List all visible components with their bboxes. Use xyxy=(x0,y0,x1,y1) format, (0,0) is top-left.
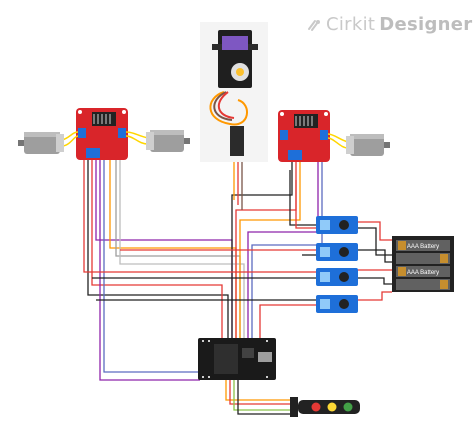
wire xyxy=(229,380,290,405)
wire xyxy=(295,180,316,229)
motor-driver-right xyxy=(278,110,330,162)
wire xyxy=(91,158,223,340)
buck-converter-4 xyxy=(316,295,358,313)
wire xyxy=(251,160,323,340)
battery-label-1: AAA Battery xyxy=(407,244,439,250)
wire xyxy=(358,221,392,241)
wire xyxy=(225,380,290,401)
battery-label-2: AAA Battery xyxy=(407,270,439,276)
wire xyxy=(99,158,200,381)
wires xyxy=(83,155,392,415)
wire xyxy=(327,133,349,143)
brand-name-suffix: Designer xyxy=(379,14,473,35)
motor-driver-left xyxy=(76,108,128,160)
brand-name-prefix: Cirkit xyxy=(326,14,376,35)
wire xyxy=(327,137,349,149)
dc-motor-left xyxy=(18,132,64,154)
wire xyxy=(358,277,392,285)
buck-converter-2 xyxy=(316,243,358,261)
wire xyxy=(119,158,245,340)
wire xyxy=(231,160,293,340)
wire xyxy=(103,158,200,373)
brand-logo: Cirkit Designer xyxy=(306,14,472,35)
wire xyxy=(247,160,319,340)
wire xyxy=(233,380,290,411)
wire xyxy=(289,170,316,226)
dc-motor-right xyxy=(346,134,390,156)
traffic-light-module xyxy=(290,397,360,417)
dc-motor-center xyxy=(146,130,190,152)
buck-converter-3 xyxy=(316,268,358,286)
wire xyxy=(125,135,149,145)
wire xyxy=(61,135,79,147)
wire xyxy=(125,131,149,139)
servo-motor xyxy=(200,22,268,162)
cirkit-logo-icon xyxy=(308,19,320,31)
esp32-board xyxy=(198,338,276,380)
buck-converter-1 xyxy=(316,216,358,234)
battery-holder: AAA Battery AAA Battery xyxy=(392,236,454,292)
wire xyxy=(87,158,229,340)
wire xyxy=(358,227,392,256)
wire xyxy=(358,249,392,263)
wire xyxy=(83,158,316,273)
wire xyxy=(109,158,237,340)
wire xyxy=(61,131,79,141)
wire xyxy=(237,380,290,415)
wire xyxy=(239,160,301,340)
wire xyxy=(259,304,316,340)
wire xyxy=(358,291,392,301)
